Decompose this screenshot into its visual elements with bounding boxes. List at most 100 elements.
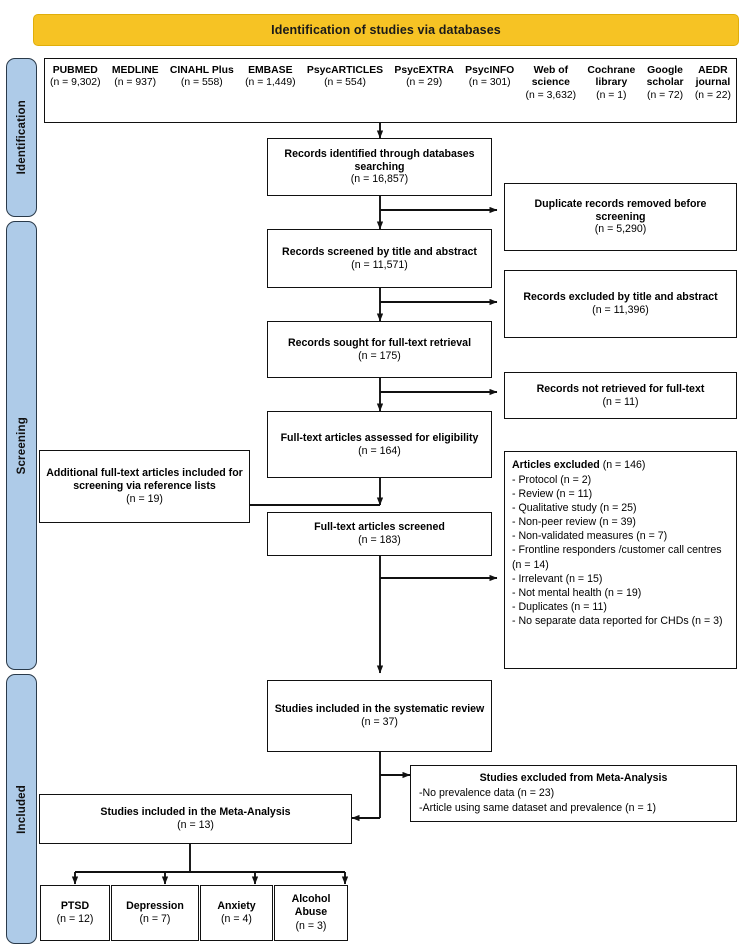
- box-records-excluded-title-abstract: Records excluded by title and abstract (…: [504, 270, 737, 338]
- database-count: (n = 558): [180, 77, 223, 89]
- database-name: Web of science: [531, 65, 570, 89]
- meta-excluded-heading: Studies excluded from Meta-Analysis: [479, 772, 668, 784]
- box-title: Records screened by title and abstract: [282, 245, 477, 258]
- database-count: (n = 1,449): [245, 77, 296, 89]
- database-name: MEDLINE: [111, 65, 159, 76]
- excluded-reason-item: - No separate data reported for CHDs (n …: [512, 614, 723, 627]
- box-title: Full-text articles screened: [314, 521, 445, 534]
- box-fulltext-screened: Full-text articles screened (n = 183): [267, 512, 492, 556]
- database-count: (n = 3,632): [525, 89, 577, 101]
- box-studies-meta-analysis: Studies included in the Meta-Analysis (n…: [39, 794, 352, 844]
- box-records-not-retrieved: Records not retrieved for full-text (n =…: [504, 372, 737, 419]
- box-count: (n = 19): [126, 492, 163, 505]
- outcome-count: (n = 3): [295, 919, 327, 932]
- box-count: (n = 11,571): [351, 258, 408, 271]
- database-name: PUBMED: [52, 65, 98, 76]
- database-source: Cochrane library(n = 1): [587, 65, 635, 102]
- box-title: Records sought for full-text retrieval: [287, 336, 472, 349]
- box-studies-excluded-meta-analysis: Studies excluded from Meta-Analysis -No …: [410, 765, 737, 822]
- box-title: Records identified through databases sea…: [284, 147, 475, 173]
- database-name: PsycARTICLES: [306, 65, 384, 76]
- database-count: (n = 554): [324, 77, 366, 89]
- box-title: Studies included in the Meta-Analysis: [100, 806, 291, 819]
- phase-bar-included: Included: [6, 674, 37, 944]
- articles-excluded-heading: Articles excluded (n = 146): [512, 458, 729, 472]
- excluded-reason-item: - Review (n = 11): [512, 488, 593, 501]
- box-title: Full-text articles assessed for eligibil…: [280, 431, 479, 444]
- database-source: MEDLINE(n = 937): [112, 65, 159, 90]
- box-count: (n = 5,290): [594, 223, 647, 236]
- database-name: Cochrane library: [587, 65, 636, 89]
- excluded-reason-item: - Frontline responders /customer call ce…: [512, 544, 722, 571]
- box-count: (n = 16,857): [350, 173, 409, 186]
- box-count: (n = 175): [358, 349, 401, 362]
- database-name: EMBASE: [248, 65, 293, 76]
- database-name: CINAHL Plus: [169, 65, 234, 76]
- outcome-title: Depression: [126, 899, 184, 912]
- outcome-count: (n = 12): [56, 913, 94, 925]
- box-outcome-depression: Depression (n = 7): [111, 885, 199, 941]
- box-outcome-anxiety: Anxiety (n = 4): [200, 885, 273, 941]
- box-outcome-ptsd: PTSD (n = 12): [40, 885, 110, 941]
- database-count: (n = 937): [114, 77, 157, 89]
- database-source: PsycINFO(n = 301): [465, 65, 514, 90]
- banner-title: Identification of studies via databases: [271, 23, 501, 37]
- box-studies-systematic-review: Studies included in the systematic revie…: [267, 680, 492, 752]
- articles-excluded-heading-text: Articles excluded: [512, 459, 600, 471]
- database-sources-box: PUBMED(n = 9,302) MEDLINE(n = 937) CINAHL …: [44, 58, 737, 123]
- database-name: Google scholar: [646, 65, 684, 89]
- database-name: PsycEXTRA: [394, 65, 454, 76]
- excluded-reason-item: - Non-validated measures (n = 7): [512, 530, 668, 543]
- box-outcome-alcohol-abuse: Alcohol Abuse (n = 3): [274, 885, 348, 941]
- excluded-reason-item: - Non-peer review (n = 39): [512, 516, 636, 529]
- excluded-reason-item: - Protocol (n = 2): [512, 474, 592, 487]
- database-name: PsycINFO: [465, 65, 515, 76]
- phase-label-included: Included: [15, 784, 28, 834]
- database-count: (n = 9,302): [50, 77, 101, 89]
- database-source: EMBASE(n = 1,449): [245, 65, 296, 90]
- database-source: PsycEXTRA(n = 29): [394, 65, 453, 90]
- outcome-title: Anxiety: [217, 899, 256, 912]
- box-title: Additional full-text articles included f…: [46, 467, 243, 493]
- box-additional-fulltext-articles: Additional full-text articles included f…: [39, 450, 250, 523]
- outcome-title: Alcohol Abuse: [291, 893, 331, 919]
- box-fulltext-assessed: Full-text articles assessed for eligibil…: [267, 411, 492, 478]
- box-records-screened: Records screened by title and abstract (…: [267, 229, 492, 288]
- database-count: (n = 72): [647, 89, 684, 101]
- database-count: (n = 29): [406, 77, 443, 89]
- phase-label-screening: Screening: [15, 416, 28, 475]
- phase-bar-identification: Identification: [6, 58, 37, 217]
- box-count: (n = 164): [358, 444, 401, 457]
- outcome-count: (n = 4): [221, 913, 252, 925]
- box-count: (n = 11): [602, 395, 639, 408]
- box-count: (n = 13): [177, 819, 214, 831]
- box-title: Records not retrieved for full-text: [536, 382, 705, 395]
- excluded-reason-item: - Qualitative study (n = 25): [512, 502, 637, 515]
- outcome-count: (n = 7): [139, 913, 171, 925]
- database-count: (n = 301): [468, 77, 511, 89]
- meta-excluded-item: -No prevalence data (n = 23): [419, 786, 555, 799]
- excluded-reason-item: - Not mental health (n = 19): [512, 586, 642, 599]
- box-count: (n = 37): [361, 716, 398, 728]
- database-source: PUBMED(n = 9,302): [50, 65, 101, 90]
- outcome-title: PTSD: [60, 899, 90, 912]
- excluded-reason-item: - Duplicates (n = 11): [512, 600, 607, 613]
- excluded-reason-item: - Irrelevant (n = 15): [512, 572, 603, 585]
- box-records-identified: Records identified through databases sea…: [267, 138, 492, 196]
- database-source: Web of science(n = 3,632): [526, 65, 577, 102]
- database-source: Google scholar(n = 72): [647, 65, 684, 102]
- database-source: AEDR journal(n = 22): [695, 65, 731, 102]
- database-source: PsycARTICLES(n = 554): [307, 65, 383, 90]
- database-count: (n = 1): [596, 89, 627, 101]
- database-name: AEDR journal: [695, 65, 731, 89]
- box-count: (n = 11,396): [592, 304, 649, 316]
- box-title: Studies included in the systematic revie…: [274, 703, 485, 716]
- box-count: (n = 183): [358, 534, 401, 546]
- box-records-sought-fulltext: Records sought for full-text retrieval (…: [267, 321, 492, 378]
- box-title: Duplicate records removed before screeni…: [534, 197, 707, 223]
- banner-identification: Identification of studies via databases: [33, 14, 739, 46]
- box-articles-excluded: Articles excluded (n = 146) - Protocol (…: [504, 451, 737, 669]
- phase-label-identification: Identification: [15, 100, 28, 175]
- database-count: (n = 22): [694, 89, 731, 101]
